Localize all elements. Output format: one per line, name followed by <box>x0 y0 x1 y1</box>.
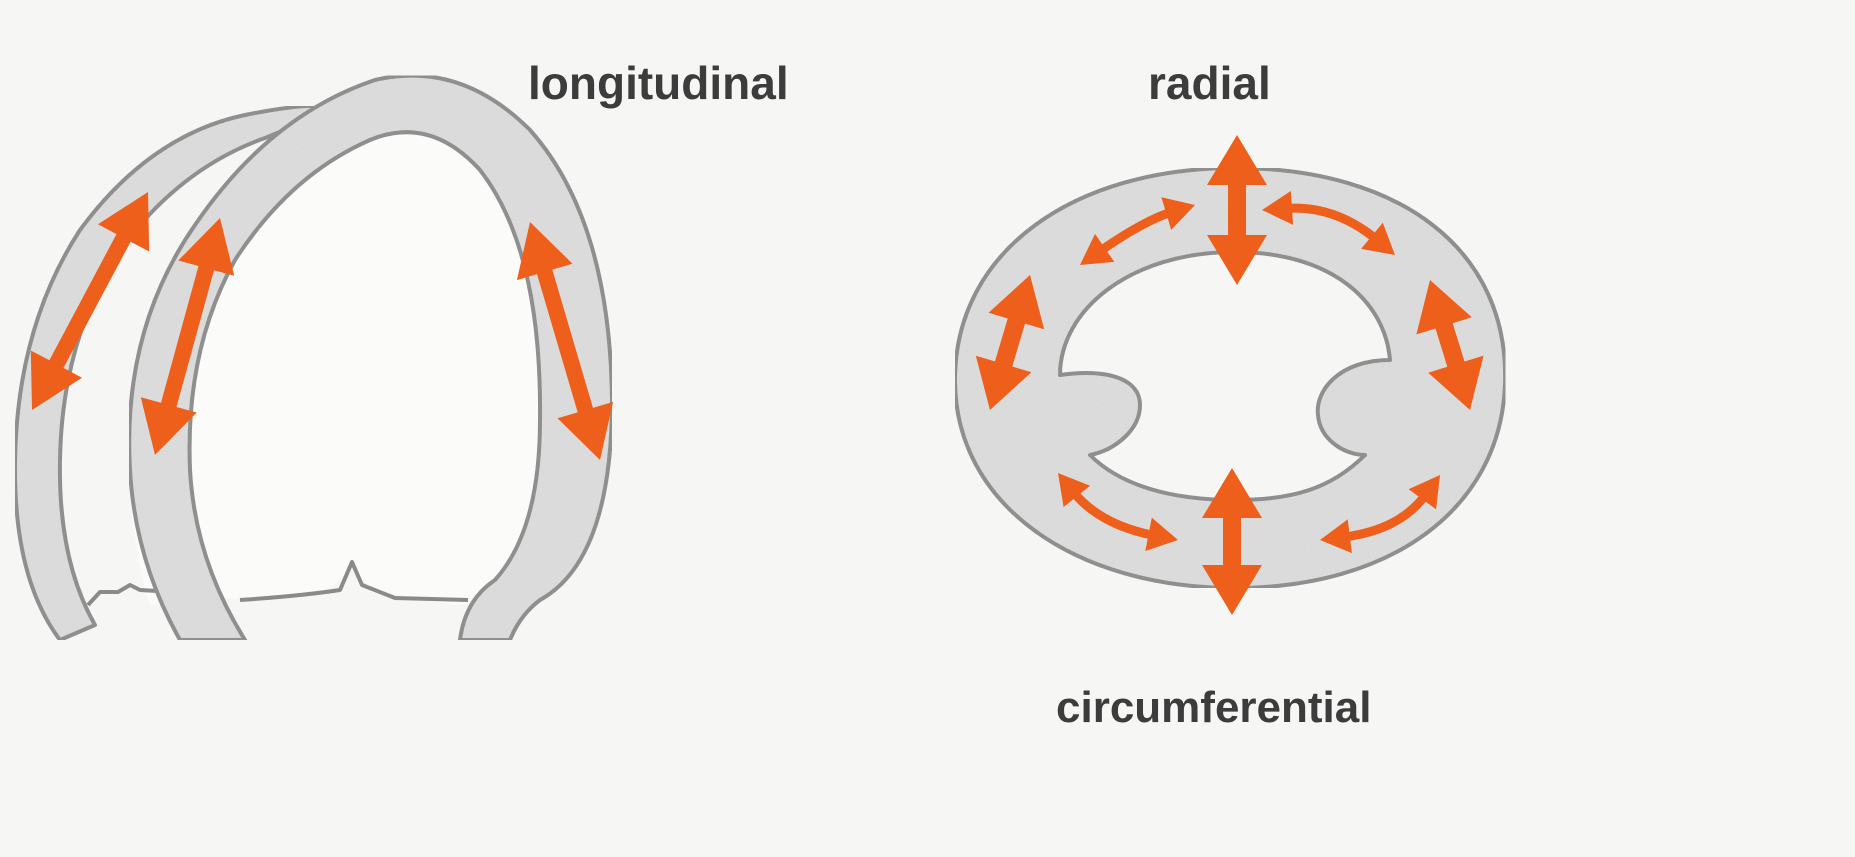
label-longitudinal: longitudinal <box>528 56 789 110</box>
label-radial: radial <box>1148 56 1271 110</box>
label-circumferential: circumferential <box>1056 683 1371 733</box>
long-axis-heart <box>15 76 612 640</box>
